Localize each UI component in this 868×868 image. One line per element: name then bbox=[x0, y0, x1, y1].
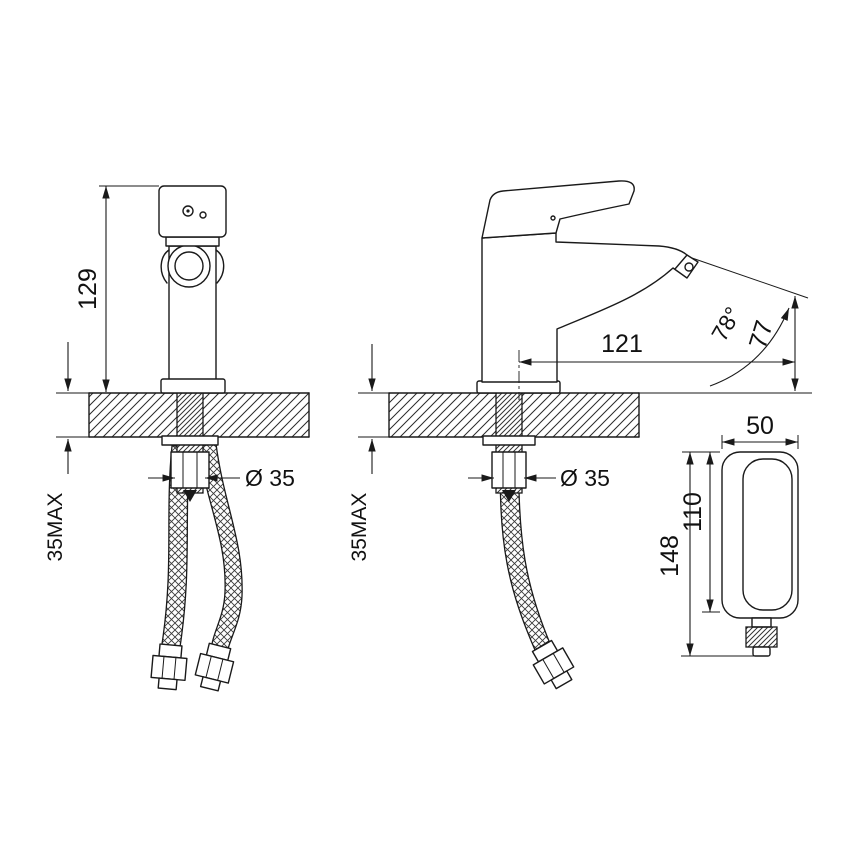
dim-label-total-height: 148 bbox=[656, 535, 684, 577]
front-dimensions: 129 35MAX Ø 35 bbox=[44, 185, 295, 562]
stud-tip bbox=[183, 490, 197, 502]
profile-dimensions: 50 110 148 bbox=[656, 412, 799, 657]
dim-label-body-height: 110 bbox=[679, 492, 707, 532]
dim-label-front-diameter: Ø 35 bbox=[245, 465, 295, 491]
base-flange bbox=[476, 380, 561, 394]
outlet-axis-extension bbox=[691, 257, 809, 299]
tail-thread bbox=[745, 626, 778, 648]
indicator-dot bbox=[182, 205, 194, 217]
side-supply-hose bbox=[499, 449, 580, 694]
dim-label-spout-angle: 78° bbox=[706, 302, 746, 345]
lever-handle bbox=[481, 180, 635, 239]
washer bbox=[482, 435, 536, 446]
spout-outlet bbox=[684, 262, 694, 272]
hose-connector bbox=[192, 641, 238, 694]
tail-sleeve bbox=[751, 617, 772, 628]
mounting-nut bbox=[170, 451, 210, 489]
body-profile-inner bbox=[742, 458, 793, 611]
hose-connector bbox=[149, 642, 189, 692]
dim-label-outlet-height: 77 bbox=[744, 317, 779, 352]
front-supply-hoses bbox=[149, 443, 243, 694]
braided-hose bbox=[499, 449, 550, 651]
side-view: 121 77 78° Ø 35 35MAX bbox=[348, 180, 812, 694]
dim-label-side-diameter: Ø 35 bbox=[560, 465, 610, 491]
dim-label-side-deck-max: 35MAX bbox=[348, 493, 371, 562]
body-profile-outline bbox=[721, 451, 799, 619]
stud-tip bbox=[502, 490, 516, 502]
washer bbox=[161, 435, 219, 446]
profile-view: 50 110 148 bbox=[656, 412, 799, 657]
front-view: 129 35MAX Ø 35 bbox=[44, 185, 310, 694]
tail-tip bbox=[752, 646, 771, 657]
angle-arc bbox=[709, 307, 790, 387]
neck bbox=[165, 236, 220, 247]
side-faucet-body bbox=[476, 180, 699, 394]
dim-label-front-deck-max: 35MAX bbox=[44, 493, 67, 562]
front-faucet-body bbox=[158, 185, 227, 394]
body-and-spout bbox=[481, 232, 699, 383]
indicator-dot bbox=[199, 211, 207, 219]
dim-label-profile-width: 50 bbox=[746, 412, 774, 440]
mounting-nut bbox=[491, 451, 527, 489]
dim-label-front-height: 129 bbox=[74, 268, 102, 310]
dim-label-side-reach: 121 bbox=[601, 330, 643, 358]
base-flange bbox=[160, 378, 226, 394]
